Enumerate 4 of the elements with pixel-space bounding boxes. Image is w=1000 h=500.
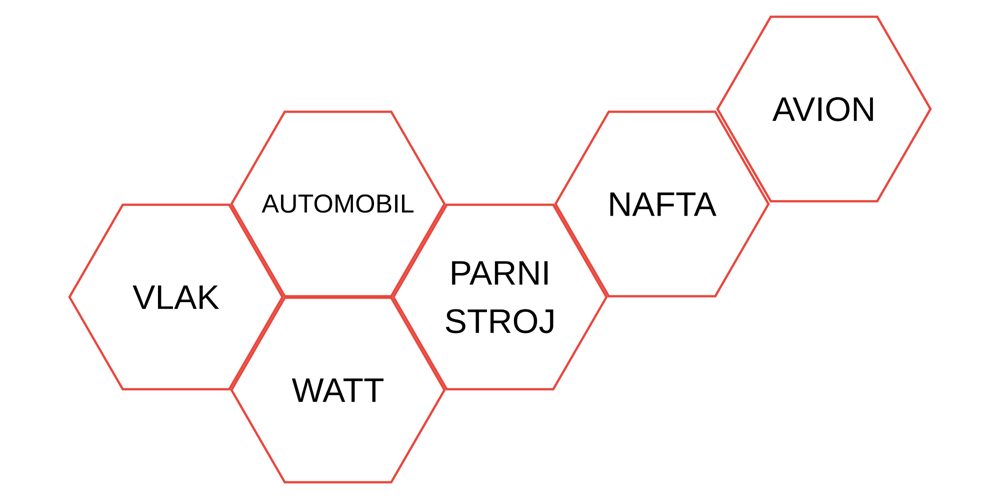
hexagon: NAFTA: [554, 110, 770, 298]
hexagon: WATT: [230, 296, 446, 484]
hexagon: AVION: [716, 16, 932, 202]
hexagon: AUTOMOBIL: [230, 110, 446, 298]
